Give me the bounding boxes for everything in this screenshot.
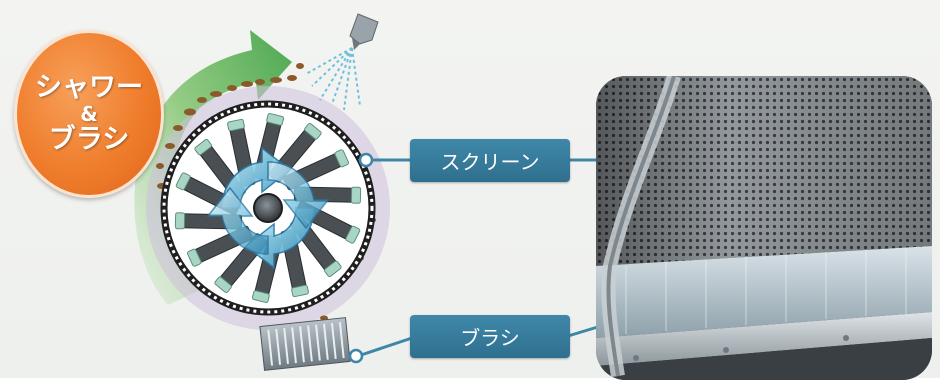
water-spray [305,47,361,111]
spray-nozzle-icon [349,13,379,50]
badge-line-brush: ブラシ [48,124,130,156]
badge-line-ampersand: & [80,101,98,126]
brush-assembly [259,317,351,371]
badge-line-shower: シャワー [35,71,143,103]
screen-brush-photo [596,76,932,380]
brush-label: ブラシ [410,315,570,358]
shower-brush-badge: シャワー & ブラシ [14,30,164,198]
rotation-arrows-icon [206,146,330,270]
screen-label: スクリーン [410,139,570,182]
